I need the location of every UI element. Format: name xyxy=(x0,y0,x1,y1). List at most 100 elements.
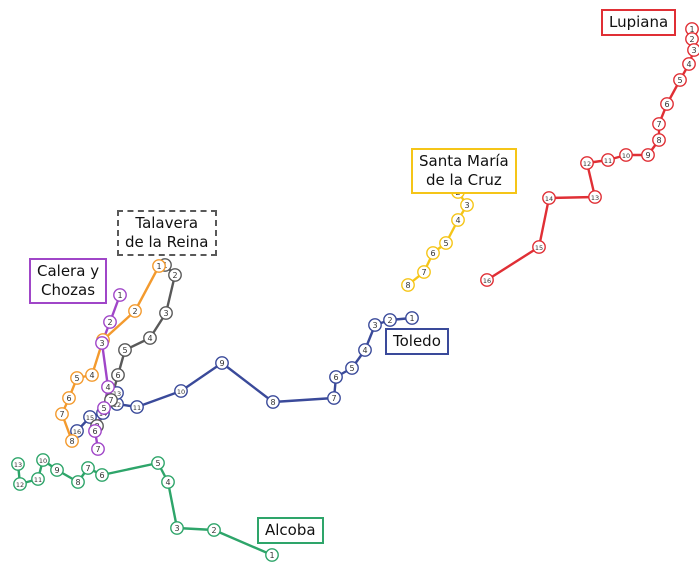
stop-number: 4 xyxy=(105,383,110,392)
stop-circle xyxy=(358,343,372,357)
stop-number: 5 xyxy=(155,459,160,468)
stop-number: 7 xyxy=(656,120,661,129)
stop-number: 8 xyxy=(405,281,410,290)
stop-circle xyxy=(70,371,84,385)
stop-marker-lupiana[interactable]: 14 xyxy=(542,191,556,205)
stop-marker-alcoba[interactable]: 7 xyxy=(81,461,95,475)
stop-marker-alcoba[interactable]: 8 xyxy=(71,475,85,489)
stop-marker-lupiana[interactable]: 3 xyxy=(687,43,699,57)
stop-marker-orange-route[interactable]: 1 xyxy=(152,259,166,273)
stop-marker-calera[interactable]: 4 xyxy=(101,380,115,394)
stop-marker-lupiana[interactable]: 9 xyxy=(641,148,655,162)
stop-marker-lupiana[interactable]: 7 xyxy=(652,117,666,131)
stop-marker-calera[interactable]: 5 xyxy=(97,401,111,415)
stop-marker-lupiana[interactable]: 16 xyxy=(480,273,494,287)
stop-marker-alcoba[interactable]: 12 xyxy=(13,477,27,491)
stop-marker-talavera[interactable]: 4 xyxy=(143,331,157,345)
stop-marker-orange-route[interactable]: 4 xyxy=(85,368,99,382)
stop-marker-santa-maria[interactable]: 4 xyxy=(451,213,465,227)
stop-marker-lupiana[interactable]: 15 xyxy=(532,240,546,254)
stop-marker-santa-maria[interactable]: 5 xyxy=(439,236,453,250)
stop-number: 11 xyxy=(34,476,42,484)
stop-marker-santa-maria[interactable]: 8 xyxy=(401,278,415,292)
stop-marker-toledo[interactable]: 2 xyxy=(383,313,397,327)
stop-circle xyxy=(101,380,115,394)
stop-marker-alcoba[interactable]: 9 xyxy=(50,463,64,477)
stop-marker-alcoba[interactable]: 13 xyxy=(11,457,25,471)
stop-circle xyxy=(480,273,494,287)
stop-circle xyxy=(426,246,440,260)
stop-marker-toledo[interactable]: 11 xyxy=(130,400,144,414)
stop-marker-alcoba[interactable]: 11 xyxy=(31,472,45,486)
route-label-lupiana: Lupiana xyxy=(601,9,677,36)
stop-marker-alcoba[interactable]: 5 xyxy=(151,456,165,470)
stop-marker-alcoba[interactable]: 2 xyxy=(207,523,221,537)
stop-marker-toledo[interactable]: 6 xyxy=(329,370,343,384)
stop-marker-talavera[interactable]: 6 xyxy=(111,368,125,382)
stop-number: 2 xyxy=(107,318,112,327)
stop-marker-santa-maria[interactable]: 6 xyxy=(426,246,440,260)
stop-marker-calera[interactable]: 1 xyxy=(113,288,127,302)
stop-marker-calera[interactable]: 6 xyxy=(88,424,102,438)
stop-marker-toledo[interactable]: 4 xyxy=(358,343,372,357)
stop-number: 3 xyxy=(174,524,179,533)
stop-number: 6 xyxy=(430,249,435,258)
stop-marker-talavera[interactable]: 5 xyxy=(118,343,132,357)
stop-number: 5 xyxy=(122,346,127,355)
stop-marker-alcoba[interactable]: 1 xyxy=(265,548,279,562)
stop-marker-lupiana[interactable]: 12 xyxy=(580,156,594,170)
stop-marker-orange-route[interactable]: 7 xyxy=(55,407,69,421)
stop-marker-lupiana[interactable]: 13 xyxy=(588,190,602,204)
stop-marker-toledo[interactable]: 7 xyxy=(327,391,341,405)
stop-marker-toledo[interactable]: 8 xyxy=(266,395,280,409)
stop-circle xyxy=(207,523,221,537)
stop-marker-orange-route[interactable]: 6 xyxy=(62,391,76,405)
stop-circle xyxy=(83,410,97,424)
stop-marker-toledo[interactable]: 10 xyxy=(174,384,188,398)
stop-circle xyxy=(601,153,615,167)
stop-marker-talavera[interactable]: 2 xyxy=(168,268,182,282)
stop-marker-santa-maria[interactable]: 7 xyxy=(417,265,431,279)
stop-marker-toledo[interactable]: 15 xyxy=(83,410,97,424)
stop-marker-calera[interactable]: 3 xyxy=(95,336,109,350)
stop-circle xyxy=(95,336,109,350)
stop-number: 16 xyxy=(73,428,81,436)
stop-circle xyxy=(460,198,474,212)
stop-marker-lupiana[interactable]: 8 xyxy=(652,133,666,147)
stop-marker-orange-route[interactable]: 5 xyxy=(70,371,84,385)
stop-marker-toledo[interactable]: 9 xyxy=(215,356,229,370)
stop-marker-talavera[interactable]: 3 xyxy=(159,306,173,320)
stop-number: 4 xyxy=(362,346,367,355)
stop-marker-lupiana[interactable]: 11 xyxy=(601,153,615,167)
stop-number: 13 xyxy=(591,194,599,202)
stop-number: 15 xyxy=(86,414,94,422)
stop-circle xyxy=(128,304,142,318)
stop-circle xyxy=(152,259,166,273)
stop-marker-toledo[interactable]: 5 xyxy=(345,361,359,375)
stop-marker-orange-route[interactable]: 2 xyxy=(128,304,142,318)
stop-circle xyxy=(673,73,687,87)
stop-marker-calera[interactable]: 2 xyxy=(103,315,117,329)
stop-number: 10 xyxy=(177,388,185,396)
stop-marker-alcoba[interactable]: 6 xyxy=(95,468,109,482)
stop-marker-lupiana[interactable]: 2 xyxy=(685,32,699,46)
stop-circle xyxy=(682,57,696,71)
stop-marker-alcoba[interactable]: 3 xyxy=(170,521,184,535)
stop-number: 4 xyxy=(165,478,170,487)
stop-marker-lupiana[interactable]: 5 xyxy=(673,73,687,87)
stop-marker-lupiana[interactable]: 6 xyxy=(660,97,674,111)
stop-marker-lupiana[interactable]: 4 xyxy=(682,57,696,71)
stop-marker-alcoba[interactable]: 4 xyxy=(161,475,175,489)
stop-number: 2 xyxy=(387,316,392,325)
stop-marker-orange-route[interactable]: 8 xyxy=(65,434,79,448)
stop-marker-alcoba[interactable]: 10 xyxy=(36,453,50,467)
stop-marker-toledo[interactable]: 1 xyxy=(405,311,419,325)
stop-marker-calera[interactable]: 7 xyxy=(91,442,105,456)
route-label-line: Santa María xyxy=(419,152,509,170)
stop-marker-toledo[interactable]: 3 xyxy=(368,318,382,332)
stop-number: 3 xyxy=(163,309,168,318)
stop-marker-lupiana[interactable]: 10 xyxy=(619,148,633,162)
stop-marker-santa-maria[interactable]: 3 xyxy=(460,198,474,212)
stop-number: 10 xyxy=(39,457,47,465)
